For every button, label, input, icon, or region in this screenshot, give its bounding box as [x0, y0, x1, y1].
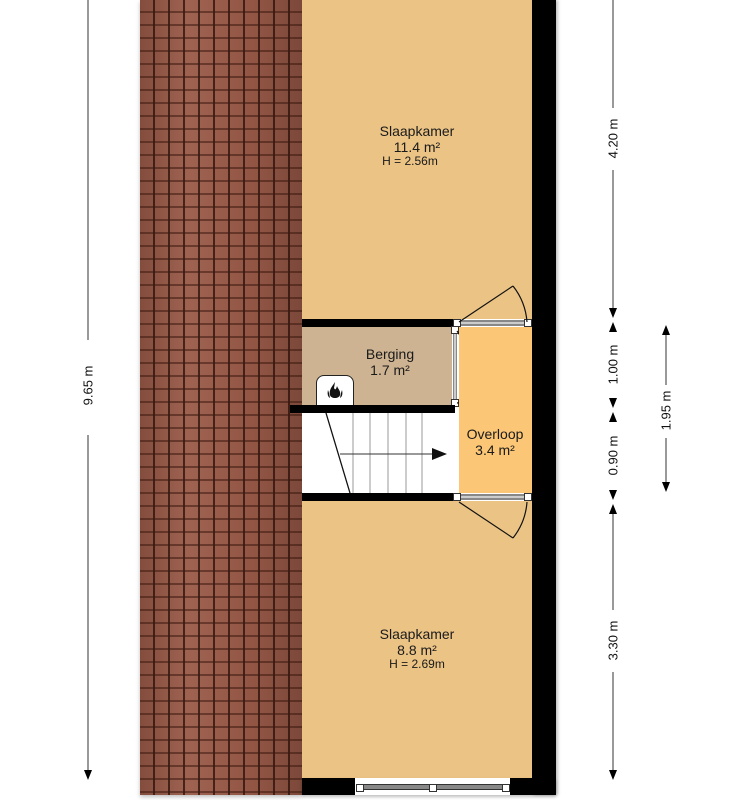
window-post — [356, 784, 364, 792]
boiler-icon — [316, 375, 354, 407]
stair-arrow-icon — [432, 448, 447, 460]
room-name: Overloop — [466, 426, 524, 442]
door-slaapkamer-bottom[interactable] — [455, 493, 532, 501]
door-post — [451, 326, 459, 334]
dimension-label-1-95: 1.95 m — [658, 390, 674, 431]
dimension-label-1-00: 1.00 m — [605, 344, 621, 385]
window-post — [502, 784, 510, 792]
room-label-berging: Berging 1.7 m² — [330, 346, 450, 378]
room-height: H = 2.69m — [389, 657, 445, 672]
staircase-steps — [325, 413, 447, 493]
staircase — [302, 413, 450, 493]
room-area: 1.7 m² — [370, 362, 410, 379]
door-post — [524, 493, 532, 501]
roof-tiles — [140, 0, 302, 795]
room-overloop — [459, 327, 532, 493]
wall-berging-top — [302, 319, 455, 327]
room-label-slaapkamer-bottom: Slaapkamer 8.8 m² H = 2.69m — [302, 626, 532, 672]
window-post — [429, 784, 437, 792]
dimension-label-4-20: 4.20 m — [605, 118, 621, 159]
room-name: Berging — [365, 346, 415, 362]
dimension-lines-right — [609, 0, 670, 780]
door-post — [524, 319, 532, 327]
dimension-label-total: 9.65 m — [80, 365, 96, 406]
room-area: 11.4 m² — [393, 139, 441, 156]
wall-berging-bottom — [290, 405, 455, 413]
door-slaapkamer-top[interactable] — [455, 319, 532, 327]
dimension-line-total — [84, 0, 92, 780]
door-swing-bottom — [458, 501, 528, 539]
wall-stair-bottom — [302, 493, 455, 501]
door-berging[interactable] — [452, 327, 459, 405]
door-post — [453, 493, 461, 501]
room-label-overloop: Overloop 3.4 m² — [455, 426, 535, 458]
dimension-label-0-90: 0.90 m — [605, 435, 621, 476]
room-area: 8.8 m² — [397, 642, 437, 659]
room-slaapkamer-bottom — [302, 501, 532, 778]
room-label-slaapkamer-top: Slaapkamer 11.4 m² H = 2.56m — [302, 123, 532, 169]
room-height: H = 2.56m — [382, 154, 438, 169]
door-swing-top — [458, 285, 528, 323]
dimension-label-3-30: 3.30 m — [605, 620, 621, 661]
room-slaapkamer-top — [302, 0, 532, 320]
room-area: 3.4 m² — [475, 442, 515, 459]
boiler-flame-icon — [327, 382, 343, 398]
outer-wall-right — [532, 0, 556, 795]
room-name: Slaapkamer — [379, 626, 455, 642]
room-name: Slaapkamer — [379, 123, 455, 139]
